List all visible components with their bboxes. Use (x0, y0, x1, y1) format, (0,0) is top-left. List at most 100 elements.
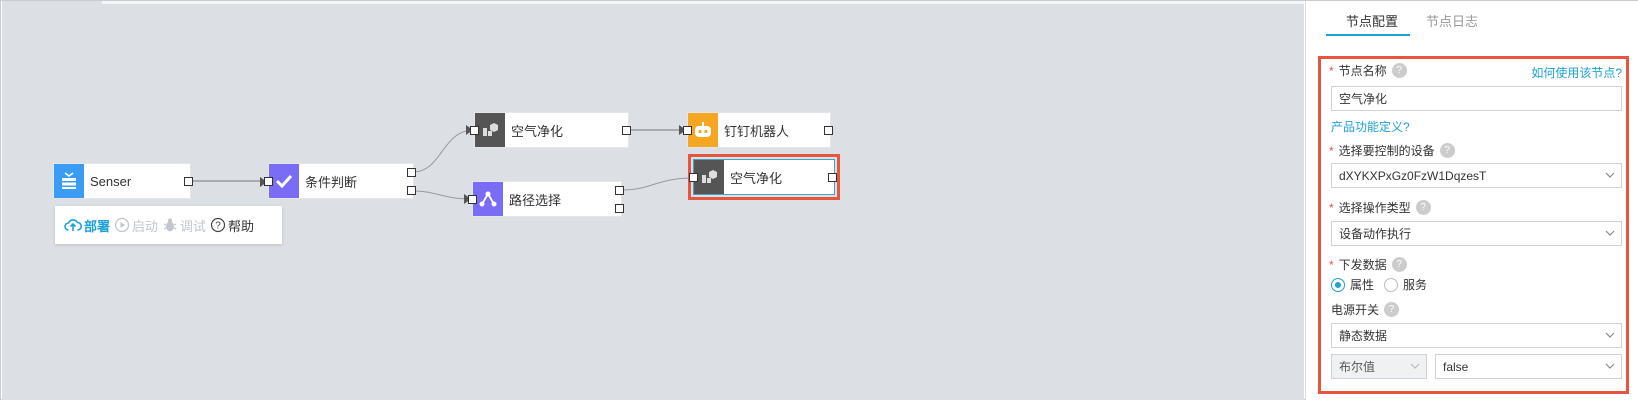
radio-property[interactable] (1331, 277, 1345, 292)
question-circle-icon: ? (210, 217, 226, 233)
chevron-down-icon (1605, 332, 1615, 338)
canvas-top-strip (102, 1, 1304, 4)
send-data-label: * 下发数据 ? (1329, 256, 1407, 273)
node-air-purifier-1[interactable]: 空气净化 (470, 112, 631, 148)
node-dingtalk-robot-label: 钉钉机器人 (724, 123, 790, 139)
robot-icon (688, 113, 718, 147)
edge-arrow (466, 125, 473, 135)
operation-type-label-text: 选择操作类型 (1338, 201, 1411, 215)
edge-arrow (464, 194, 471, 204)
device-icon (475, 113, 505, 147)
node-senser[interactable]: Senser (53, 163, 193, 199)
radio-service-label: 服务 (1403, 278, 1428, 292)
help-icon[interactable]: ? (1439, 143, 1455, 158)
required-mark: * (1329, 63, 1334, 78)
operation-type-select[interactable]: 设备动作执行 (1331, 221, 1622, 246)
bool-value-select[interactable]: false (1435, 354, 1622, 379)
edge-arrow (260, 177, 267, 187)
list-icon (54, 164, 84, 198)
power-source-select[interactable]: 静态数据 (1331, 323, 1622, 348)
node-name-label-text: 节点名称 (1338, 64, 1387, 78)
input-port[interactable] (470, 126, 479, 135)
operation-type-label: * 选择操作类型 ? (1329, 199, 1431, 216)
node-air-purifier-2-label: 空气净化 (730, 170, 783, 186)
bug-icon (163, 218, 177, 232)
connection-lines (190, 129, 694, 200)
play-circle-icon (114, 217, 130, 233)
node-name-label: * 节点名称 ? (1329, 62, 1407, 79)
how-to-use-link[interactable]: 如何使用该节点? (1531, 66, 1622, 80)
panel-tabs: 节点配置 节点日志 (1306, 1, 1638, 37)
help-icon[interactable]: ? (1415, 200, 1431, 215)
help-icon[interactable]: ? (1384, 302, 1400, 317)
node-senser-label: Senser (90, 173, 132, 189)
debug-button[interactable]: 调试 (162, 216, 206, 235)
send-data-radio-group: 属性 服务 (1331, 276, 1427, 293)
required-mark: * (1329, 143, 1334, 158)
input-port[interactable] (468, 195, 477, 204)
node-toolbar: 部署 启动 调试 ? 帮助 (55, 206, 282, 244)
tab-node-log[interactable]: 节点日志 (1426, 14, 1479, 29)
help-label: 帮助 (228, 218, 255, 234)
device-label-text: 选择要控制的设备 (1338, 144, 1435, 158)
deploy-button[interactable]: 部署 (64, 216, 110, 235)
required-mark: * (1329, 200, 1334, 215)
required-mark: * (1329, 257, 1334, 272)
node-name-input[interactable]: 空气净化 (1331, 86, 1622, 111)
active-tab-indicator (1326, 34, 1410, 36)
output-port-false[interactable] (407, 186, 416, 195)
chevron-down-icon (1410, 363, 1420, 369)
help-button[interactable]: ? 帮助 (210, 216, 254, 235)
debug-label: 调试 (180, 218, 207, 234)
flow-canvas[interactable]: Senser 条件判断 空气净化 (2, 1, 1304, 400)
input-port[interactable] (689, 173, 698, 182)
node-air-purifier-1-label: 空气净化 (511, 123, 564, 139)
chevron-down-icon (1605, 230, 1615, 236)
output-port[interactable] (184, 177, 193, 186)
operation-type-value: 设备动作执行 (1339, 227, 1412, 241)
svg-text:?: ? (215, 221, 221, 232)
product-definition-link[interactable]: 产品功能定义? (1331, 120, 1410, 134)
chevron-down-icon (1605, 172, 1615, 178)
edge-condition-air1 (412, 129, 475, 173)
deploy-label: 部署 (84, 218, 111, 234)
radio-property-label: 属性 (1350, 278, 1375, 292)
node-air-purifier-2[interactable]: 空气净化 (688, 154, 840, 200)
output-port-true[interactable] (407, 168, 416, 177)
help-icon[interactable]: ? (1391, 257, 1407, 272)
device-label: * 选择要控制的设备 ? (1329, 142, 1455, 159)
power-switch-label: 电源开关 ? (1331, 301, 1400, 318)
start-button[interactable]: 启动 (114, 216, 158, 235)
cloud-upload-icon (64, 219, 82, 231)
check-icon (269, 164, 299, 198)
output-port[interactable] (622, 126, 631, 135)
output-port[interactable] (828, 173, 837, 182)
value-type-select[interactable]: 布尔值 (1331, 354, 1427, 379)
config-panel: 节点配置 节点日志 * 节点名称 ? 如何使用该节点? 空气净化 产品功能定义?… (1305, 1, 1638, 400)
send-data-label-text: 下发数据 (1338, 258, 1387, 272)
output-port[interactable] (824, 126, 833, 135)
bool-value: false (1443, 359, 1469, 374)
power-switch-label-text: 电源开关 (1331, 303, 1380, 317)
start-label: 启动 (132, 218, 159, 234)
output-port-1[interactable] (615, 186, 624, 195)
power-source-value: 静态数据 (1339, 329, 1388, 343)
node-config-form: * 节点名称 ? 如何使用该节点? 空气净化 产品功能定义? * 选择要控制的设… (1318, 56, 1629, 394)
input-port[interactable] (264, 177, 273, 186)
node-dingtalk-robot[interactable]: 钉钉机器人 (683, 112, 833, 148)
device-select[interactable]: dXYKXPxGz0FzW1DqzesT (1331, 163, 1622, 188)
output-port-2[interactable] (615, 204, 624, 213)
input-port[interactable] (683, 126, 692, 135)
help-icon[interactable]: ? (1391, 63, 1407, 78)
node-condition-label: 条件判断 (305, 174, 358, 190)
value-type-value: 布尔值 (1339, 360, 1376, 374)
node-name-value: 空气净化 (1339, 92, 1388, 106)
tab-node-config[interactable]: 节点配置 (1346, 14, 1399, 29)
node-route-select-label: 路径选择 (509, 192, 562, 208)
node-condition[interactable]: 条件判断 (264, 163, 416, 199)
radio-service[interactable] (1384, 277, 1399, 292)
node-route-select[interactable]: 路径选择 (468, 181, 624, 217)
route-icon (473, 182, 503, 216)
device-value: dXYKXPxGz0FzW1DqzesT (1339, 168, 1487, 183)
